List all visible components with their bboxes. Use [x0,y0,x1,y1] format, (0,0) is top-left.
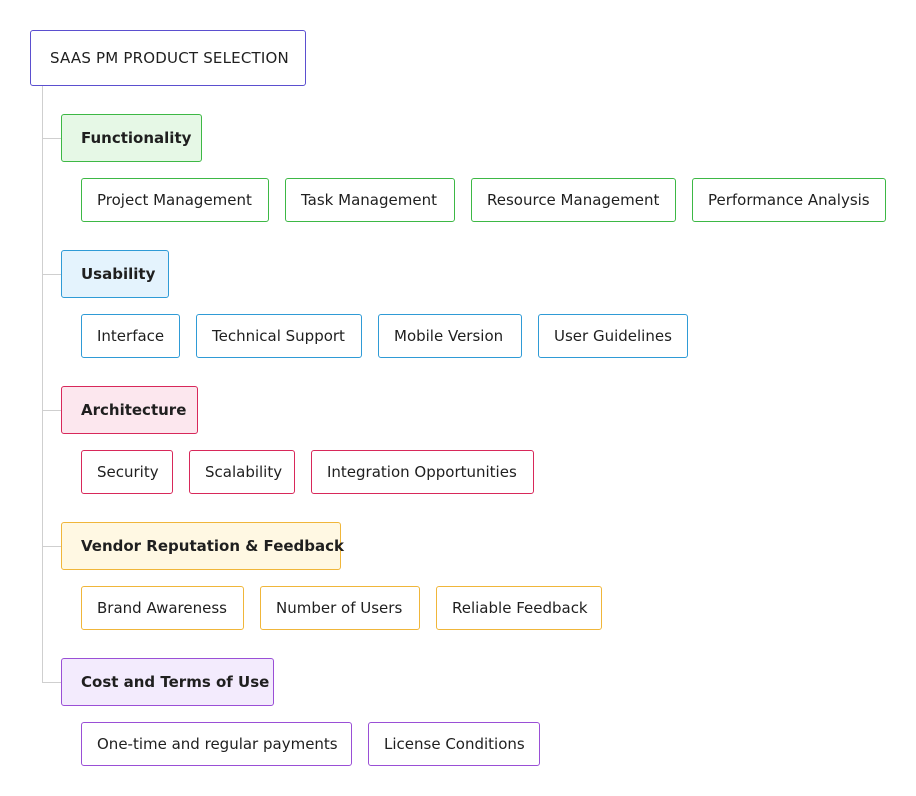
category-usability[interactable]: Usability [61,250,169,298]
root-title: SAAS PM PRODUCT SELECTION [50,49,289,67]
item-security[interactable]: Security [81,450,173,494]
item-user-guidelines[interactable]: User Guidelines [538,314,688,358]
category-label: Architecture [81,401,187,419]
category-cost-terms[interactable]: Cost and Terms of Use [61,658,274,706]
item-label: Technical Support [212,327,345,345]
item-performance-analysis[interactable]: Performance Analysis [692,178,886,222]
category-label: Vendor Reputation & Feedback [81,537,345,555]
item-label: User Guidelines [554,327,672,345]
item-label: Mobile Version [394,327,504,345]
category-label: Cost and Terms of Use [81,673,270,691]
category-architecture[interactable]: Architecture [61,386,198,434]
connector-usability [42,274,61,275]
item-payments[interactable]: One-time and regular payments [81,722,352,766]
item-label: Brand Awareness [97,599,227,617]
connector-architecture [42,410,61,411]
item-technical-support[interactable]: Technical Support [196,314,362,358]
category-vendor-reputation[interactable]: Vendor Reputation & Feedback [61,522,345,570]
item-label: Scalability [205,463,283,481]
item-license-conditions[interactable]: License Conditions [368,722,540,766]
tree-spine [42,86,43,683]
connector-functionality [42,138,61,139]
item-interface[interactable]: Interface [81,314,180,358]
item-label: Number of Users [276,599,403,617]
item-label: Interface [97,327,165,345]
item-label: Resource Management [487,191,660,209]
connector-cost-terms [42,682,61,683]
root-node[interactable]: SAAS PM PRODUCT SELECTION [30,30,306,86]
item-brand-awareness[interactable]: Brand Awareness [81,586,244,630]
item-label: Integration Opportunities [327,463,517,481]
item-reliable-feedback[interactable]: Reliable Feedback [436,586,602,630]
item-label: Project Management [97,191,252,209]
item-label: License Conditions [384,735,525,753]
item-project-management[interactable]: Project Management [81,178,269,222]
category-label: Usability [81,265,156,283]
item-label: Performance Analysis [708,191,870,209]
item-scalability[interactable]: Scalability [189,450,295,494]
item-number-of-users[interactable]: Number of Users [260,586,420,630]
item-label: Security [97,463,159,481]
item-resource-management[interactable]: Resource Management [471,178,676,222]
item-label: One-time and regular payments [97,735,338,753]
category-functionality[interactable]: Functionality [61,114,202,162]
item-label: Task Management [301,191,437,209]
item-mobile-version[interactable]: Mobile Version [378,314,522,358]
item-label: Reliable Feedback [452,599,588,617]
category-label: Functionality [81,129,192,147]
item-task-management[interactable]: Task Management [285,178,455,222]
item-integration-opportunities[interactable]: Integration Opportunities [311,450,534,494]
connector-vendor-reputation [42,546,61,547]
